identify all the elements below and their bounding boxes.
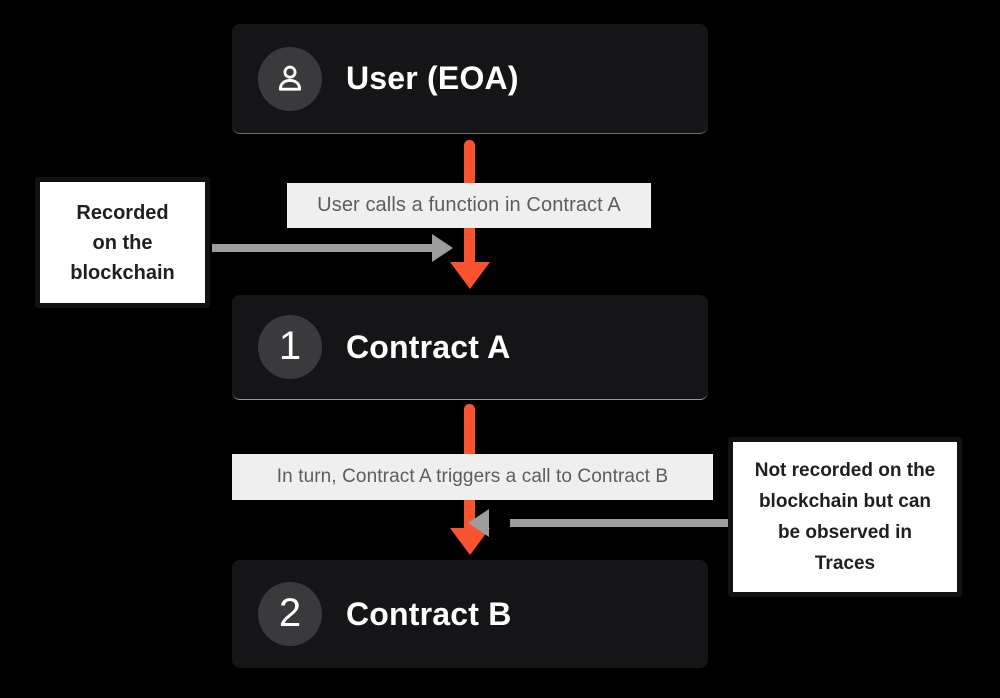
annotation-not-recorded-text: Not recorded on the blockchain but can b…: [754, 460, 936, 574]
annotation-recorded-text: Recorded on the blockchain: [70, 201, 175, 284]
annotation-recorded-on-blockchain: Recorded on the blockchain: [35, 177, 210, 308]
not-recorded-annotation-arrow-shaft: [510, 519, 729, 527]
node-contract-b: 2 Contract B: [232, 560, 708, 668]
flow-label-user-call: User calls a function in Contract A: [287, 183, 651, 228]
node-user-eoa-title: User (EOA): [346, 60, 519, 96]
not-recorded-annotation-arrow-head: [468, 509, 489, 537]
step-2-badge: 2: [258, 582, 322, 646]
node-user-eoa: User (EOA): [232, 24, 708, 134]
recorded-annotation-arrow-shaft: [212, 244, 432, 252]
node-contract-b-title: Contract B: [346, 595, 512, 632]
step-1-number: 1: [278, 324, 302, 368]
flow-label-contract-a-call: In turn, Contract A triggers a call to C…: [232, 454, 713, 500]
node-contract-a-title: Contract A: [346, 328, 511, 365]
user-avatar-badge: [258, 46, 322, 111]
person-icon: [273, 62, 307, 96]
step-1-badge: 1: [258, 315, 322, 379]
recorded-annotation-arrow-head: [432, 234, 453, 262]
node-contract-a: 1 Contract A: [232, 295, 708, 400]
step-2-number: 2: [278, 591, 302, 635]
arrow-user-to-contract-a-head: [450, 262, 490, 289]
annotation-not-recorded-traces: Not recorded on the blockchain but can b…: [728, 437, 962, 597]
